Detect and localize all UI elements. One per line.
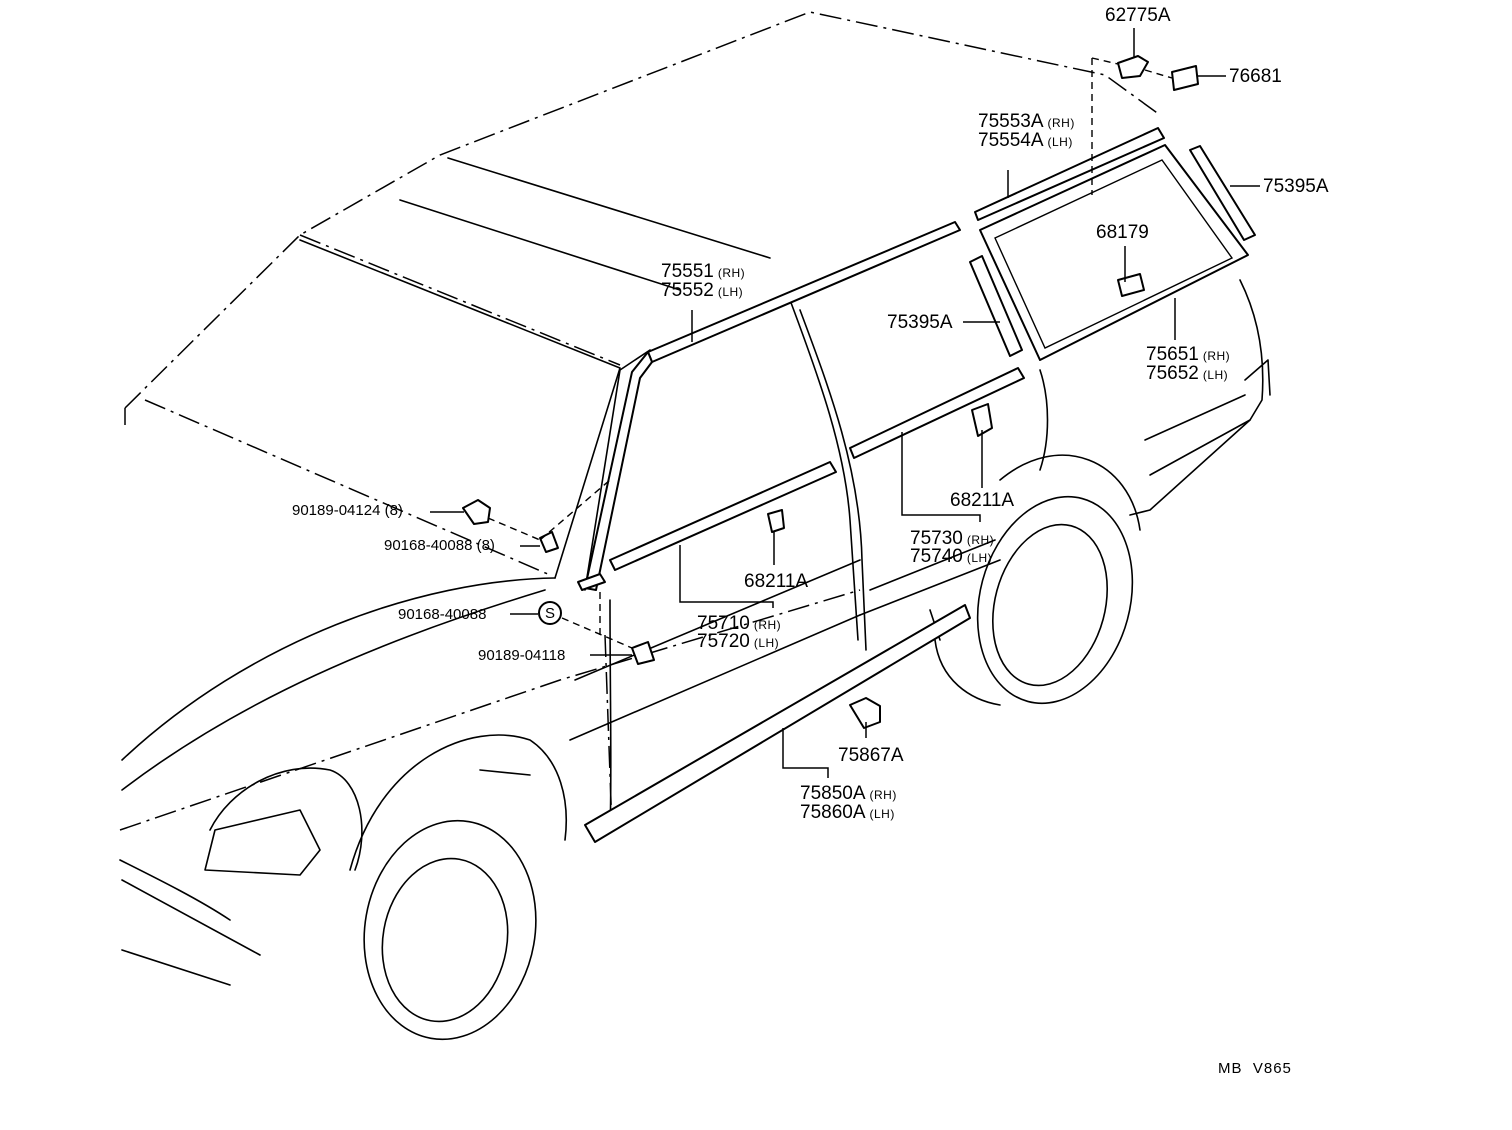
label-76681: 76681 — [1229, 66, 1282, 87]
label-75720: 75720(LH) — [697, 632, 779, 651]
side-rh: (RH) — [966, 533, 995, 547]
drawing-ref-prefix: MB — [1218, 1060, 1243, 1077]
part-number: 75730 — [910, 528, 963, 549]
side-lh: (LH) — [1202, 368, 1229, 382]
label-68211A-front: 68211A — [744, 571, 809, 592]
part-number: 75553A — [978, 111, 1044, 132]
label-75740: 75740(LH) — [910, 547, 992, 566]
label-75710: 75710(RH) — [697, 614, 781, 633]
part-number: 90189-04124 — [292, 502, 381, 519]
part-number: 75551 — [661, 261, 714, 282]
leader-lines — [430, 28, 1260, 778]
label-75850A: 75850A(RH) — [800, 784, 897, 803]
part-number: 75554A — [978, 130, 1044, 151]
label-75551: 75551(RH) — [661, 262, 745, 281]
part-number: 75850A — [800, 783, 866, 804]
quantity: (8) — [384, 502, 403, 519]
drawing-reference: MB V865 — [1218, 1061, 1292, 1076]
label-75554A: 75554A(LH) — [978, 131, 1073, 150]
label-75395A-rear: 75395A — [1263, 176, 1329, 197]
label-90189-04118: 90189-04118 — [478, 647, 566, 664]
side-rh: (RH) — [717, 266, 746, 280]
side-lh: (LH) — [966, 551, 993, 565]
drawing-ref-code: V865 — [1252, 1060, 1292, 1077]
label-90168-40088-a: 90168-40088 (8) — [384, 538, 495, 553]
label-62775A: 62775A — [1105, 5, 1171, 26]
part-number: 75740 — [910, 546, 963, 567]
label-75552: 75552(LH) — [661, 281, 743, 300]
side-rh: (RH) — [1047, 116, 1075, 130]
label-75651: 75651(RH) — [1146, 345, 1230, 364]
label-75395A-front: 75395A — [887, 312, 953, 333]
part-number: 75710 — [697, 613, 750, 634]
side-rh: (RH) — [1202, 349, 1231, 363]
side-rh: (RH) — [753, 618, 782, 632]
side-lh: (LH) — [753, 636, 780, 650]
side-rh: (RH) — [869, 788, 897, 802]
side-lh: (LH) — [717, 285, 744, 299]
side-lh: (LH) — [1047, 135, 1073, 149]
label-75860A: 75860A(LH) — [800, 803, 895, 822]
label-75730: 75730(RH) — [910, 529, 994, 548]
label-75652: 75652(LH) — [1146, 364, 1228, 383]
part-number: 75651 — [1146, 344, 1199, 365]
label-75553A: 75553A(RH) — [978, 112, 1075, 131]
part-number: 75860A — [800, 802, 866, 823]
moulding-parts — [462, 55, 1256, 843]
quantity: (8) — [476, 537, 495, 554]
part-number: 75552 — [661, 280, 714, 301]
label-90189-04124: 90189-04124 (8) — [292, 503, 403, 518]
part-number: 75652 — [1146, 363, 1199, 384]
side-lh: (LH) — [869, 807, 895, 821]
label-90168-40088-b: 90168-40088 — [398, 606, 487, 623]
label-68179: 68179 — [1096, 222, 1149, 243]
part-number: 90168-40088 — [384, 537, 473, 554]
label-75867A: 75867A — [838, 745, 904, 766]
part-number: 75720 — [697, 631, 750, 652]
s-symbol: S — [545, 605, 556, 622]
label-68211A-rear: 68211A — [950, 490, 1015, 511]
